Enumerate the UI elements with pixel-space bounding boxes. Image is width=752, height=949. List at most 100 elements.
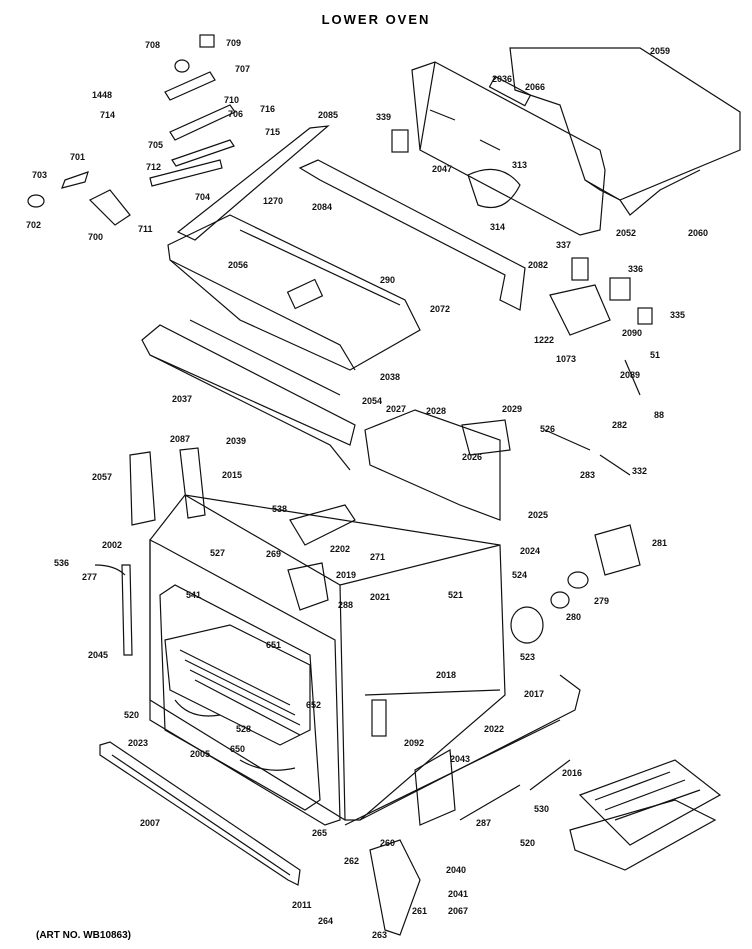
vent-drawing [141, 319, 356, 471]
part-label-716: 716 [260, 104, 275, 114]
part-label-51: 51 [650, 350, 660, 360]
part-label-2082: 2082 [528, 260, 548, 270]
part-label-2089: 2089 [620, 370, 640, 380]
part-label-2052: 2052 [616, 228, 636, 238]
part-label-2036: 2036 [492, 74, 512, 84]
part-label-714: 714 [100, 110, 115, 120]
part-label-1222: 1222 [534, 335, 554, 345]
part-label-2039: 2039 [226, 436, 246, 446]
part-label-263: 263 [372, 930, 387, 940]
part-label-2038: 2038 [380, 372, 400, 382]
part-label-336: 336 [628, 264, 643, 274]
part-label-528: 528 [236, 724, 251, 734]
part-label-2021: 2021 [370, 592, 390, 602]
part-label-2037: 2037 [172, 394, 192, 404]
part-label-314: 314 [490, 222, 505, 232]
part-label-262: 262 [344, 856, 359, 866]
part-label-527: 527 [210, 548, 225, 558]
part-label-2022: 2022 [484, 724, 504, 734]
part-label-2043: 2043 [450, 754, 470, 764]
part-label-290: 290 [380, 275, 395, 285]
part-label-526: 526 [540, 424, 555, 434]
oven-body-drawing [149, 494, 506, 826]
part-label-261: 261 [412, 906, 427, 916]
part-label-702: 702 [26, 220, 41, 230]
part-label-277: 277 [82, 572, 97, 582]
part-label-2085: 2085 [318, 110, 338, 120]
part-label-2072: 2072 [430, 304, 450, 314]
part-label-271: 271 [370, 552, 385, 562]
part-label-521: 521 [448, 590, 463, 600]
part-label-1073: 1073 [556, 354, 576, 364]
part-label-279: 279 [594, 596, 609, 606]
part-label-2028: 2028 [426, 406, 446, 416]
part-label-1270: 1270 [263, 196, 283, 206]
part-label-2066: 2066 [525, 82, 545, 92]
part-label-701: 701 [70, 152, 85, 162]
part-label-282: 282 [612, 420, 627, 430]
part-label-1448: 1448 [92, 90, 112, 100]
top-frame-drawing [298, 159, 526, 311]
part-label-332: 332 [632, 466, 647, 476]
part-label-2011: 2011 [292, 900, 312, 910]
part-label-520: 520 [520, 838, 535, 848]
drawer-trim-drawing [99, 741, 301, 886]
part-label-650: 650 [230, 744, 245, 754]
part-label-283: 283 [580, 470, 595, 480]
part-label-2026: 2026 [462, 452, 482, 462]
part-label-2060: 2060 [688, 228, 708, 238]
part-label-313: 313 [512, 160, 527, 170]
part-label-335: 335 [670, 310, 685, 320]
diagram-title: LOWER OVEN [321, 12, 431, 27]
part-label-2029: 2029 [502, 404, 522, 414]
part-label-715: 715 [265, 127, 280, 137]
part-label-2016: 2016 [562, 768, 582, 778]
part-label-2045: 2045 [88, 650, 108, 660]
part-label-337: 337 [556, 240, 571, 250]
part-label-530: 530 [534, 804, 549, 814]
part-label-2023: 2023 [128, 738, 148, 748]
part-label-520: 520 [124, 710, 139, 720]
part-label-2018: 2018 [436, 670, 456, 680]
part-label-708: 708 [145, 40, 160, 50]
part-label-2056: 2056 [228, 260, 248, 270]
part-label-651: 651 [266, 640, 281, 650]
top-panel-drawing [509, 47, 741, 216]
part-label-2087: 2087 [170, 434, 190, 444]
part-label-288: 288 [338, 600, 353, 610]
broil-pan-drawing [569, 759, 722, 871]
part-label-2054: 2054 [362, 396, 382, 406]
part-label-2059: 2059 [650, 46, 670, 56]
front-frame-drawing [176, 125, 330, 241]
part-label-652: 652 [306, 700, 321, 710]
part-label-264: 264 [318, 916, 333, 926]
part-label-2007: 2007 [140, 818, 160, 828]
part-label-2005: 2005 [190, 749, 210, 759]
part-label-269: 269 [266, 549, 281, 559]
part-label-2090: 2090 [622, 328, 642, 338]
part-label-260: 260 [380, 838, 395, 848]
part-label-704: 704 [195, 192, 210, 202]
part-label-2202: 2202 [330, 544, 350, 554]
part-label-2017: 2017 [524, 689, 544, 699]
part-label-536: 536 [54, 558, 69, 568]
part-label-524: 524 [512, 570, 527, 580]
part-label-2019: 2019 [336, 570, 356, 580]
part-label-2084: 2084 [312, 202, 332, 212]
rear-duct-drawing [411, 61, 606, 236]
part-label-707: 707 [235, 64, 250, 74]
part-label-2002: 2002 [102, 540, 122, 550]
part-label-2047: 2047 [432, 164, 452, 174]
part-label-339: 339 [376, 112, 391, 122]
part-label-265: 265 [312, 828, 327, 838]
part-label-706: 706 [228, 109, 243, 119]
part-label-709: 709 [226, 38, 241, 48]
part-label-2041: 2041 [448, 889, 468, 899]
bottom-panel-drawing [344, 674, 581, 826]
part-label-711: 711 [138, 224, 153, 234]
part-label-281: 281 [652, 538, 667, 548]
part-label-2092: 2092 [404, 738, 424, 748]
art-number: (ART NO. WB10863) [36, 930, 132, 941]
